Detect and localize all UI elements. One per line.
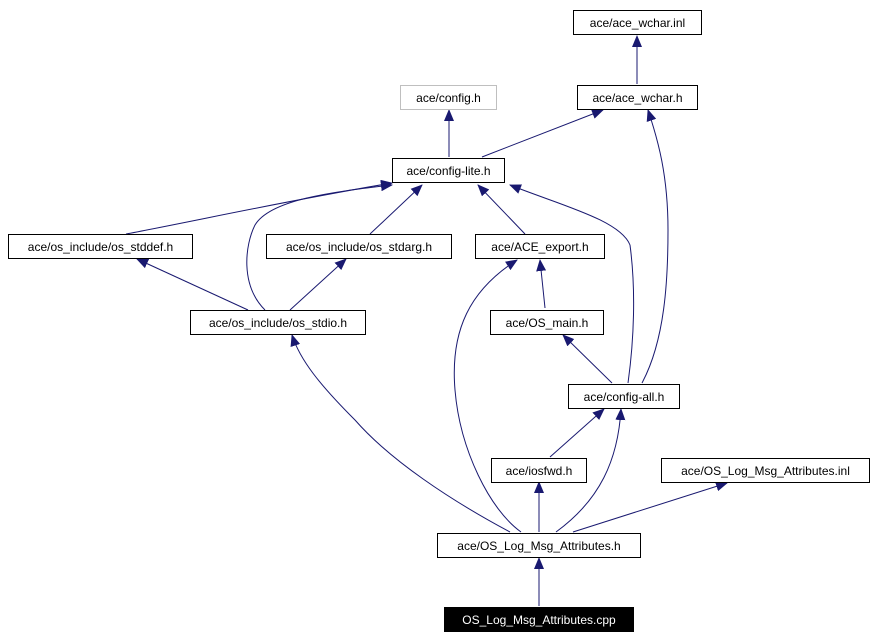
edge-os-stdio-to-os-stdarg [289,258,347,311]
node-config-lite-h[interactable]: ace/config-lite.h [392,158,505,183]
node-os-stddef-h[interactable]: ace/os_include/os_stddef.h [8,234,193,259]
node-os-stdarg-h[interactable]: ace/os_include/os_stdarg.h [266,234,452,259]
edge-attr-h-to-attr-inl [572,481,728,533]
edge-os-main-to-ace-export [536,259,547,309]
edge-attr-h-to-config-all [555,408,626,533]
node-ace-wchar-inl[interactable]: ace/ace_wchar.inl [573,10,702,35]
node-ace-wchar-h[interactable]: ace/ace_wchar.h [577,85,698,110]
node-os-main-h[interactable]: ace/OS_main.h [490,310,604,335]
node-log-msg-attributes-cpp[interactable]: OS_Log_Msg_Attributes.cpp [444,607,634,632]
edge-config-all-to-config-lite [509,184,635,384]
node-log-msg-attributes-inl[interactable]: ace/OS_Log_Msg_Attributes.inl [661,458,870,483]
node-config-all-h[interactable]: ace/config-all.h [568,384,680,409]
edge-os-stdarg-to-config-lite [369,184,423,235]
edge-ace-export-to-config-lite [477,184,526,235]
edge-os-stdio-to-config-lite [246,181,393,311]
edge-os-stddef-to-config-lite [125,179,393,235]
edge-iosfwd-to-config-all [549,408,605,458]
node-iosfwd-h[interactable]: ace/iosfwd.h [491,458,587,483]
edge-attr-h-to-os-stdio [290,334,511,533]
node-config-h[interactable]: ace/config.h [400,85,497,110]
node-os-stdio-h[interactable]: ace/os_include/os_stdio.h [190,310,366,335]
node-log-msg-attributes-h[interactable]: ace/OS_Log_Msg_Attributes.h [437,533,641,558]
edge-config-all-to-os-main [562,334,613,384]
edge-config-lite-to-ace-wchar-h [481,109,604,158]
node-ace-export-h[interactable]: ace/ACE_export.h [475,234,605,259]
edge-config-all-to-ace-wchar-h [641,109,669,384]
edge-attr-h-to-ace-export [453,259,522,533]
edge-os-stdio-to-os-stddef [136,258,249,311]
